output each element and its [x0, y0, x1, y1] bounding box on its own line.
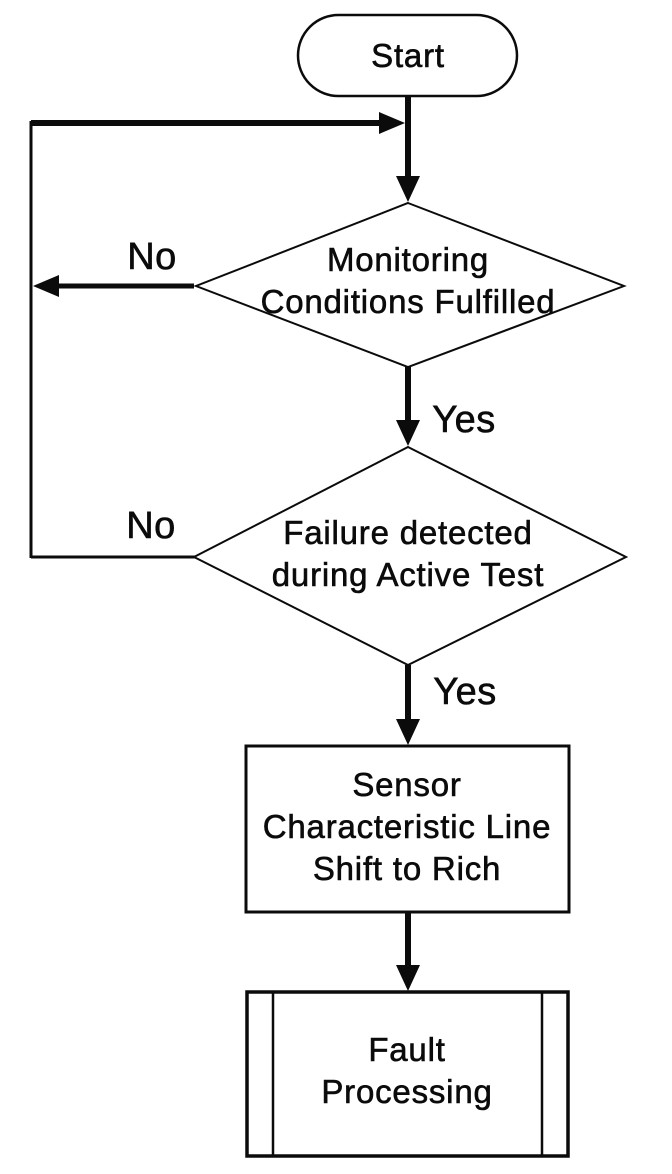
arrowhead [33, 275, 59, 297]
decision2-node-label: Failure detected during Active Test [271, 514, 545, 594]
flow-arrow-start-to-decision1 [396, 96, 420, 202]
no-arrow-decision1 [33, 275, 194, 297]
decision1-no-label: No [127, 236, 177, 278]
flow-arrow-sensor-to-fault [396, 912, 420, 991]
predefined-process-box-fault-shape [245, 990, 570, 1158]
box-outline [245, 990, 570, 1158]
start-node-label: Start [371, 37, 445, 75]
process-fault-label: Fault Processing [321, 1031, 493, 1111]
decision1-yes-label: Yes [432, 399, 496, 441]
process-sensor-shift-label: Sensor Characteristic Line Shift to Rich [262, 766, 552, 888]
arrowhead [396, 420, 420, 446]
process-box-sensor-shift-shape [244, 744, 571, 914]
arrowhead [396, 176, 420, 202]
decision2-yes-label: Yes [433, 671, 497, 713]
arrowhead [396, 965, 420, 991]
yes-arrow-decision2 [396, 665, 420, 745]
arrowhead [396, 719, 420, 745]
return-line-top-arrowhead [379, 112, 405, 134]
return-loop [29, 112, 405, 559]
decision2-no-label: No [126, 505, 176, 547]
decision1-node-label: Monitoring Conditions Fulfilled [260, 241, 556, 321]
yes-arrow-decision1 [396, 367, 420, 446]
